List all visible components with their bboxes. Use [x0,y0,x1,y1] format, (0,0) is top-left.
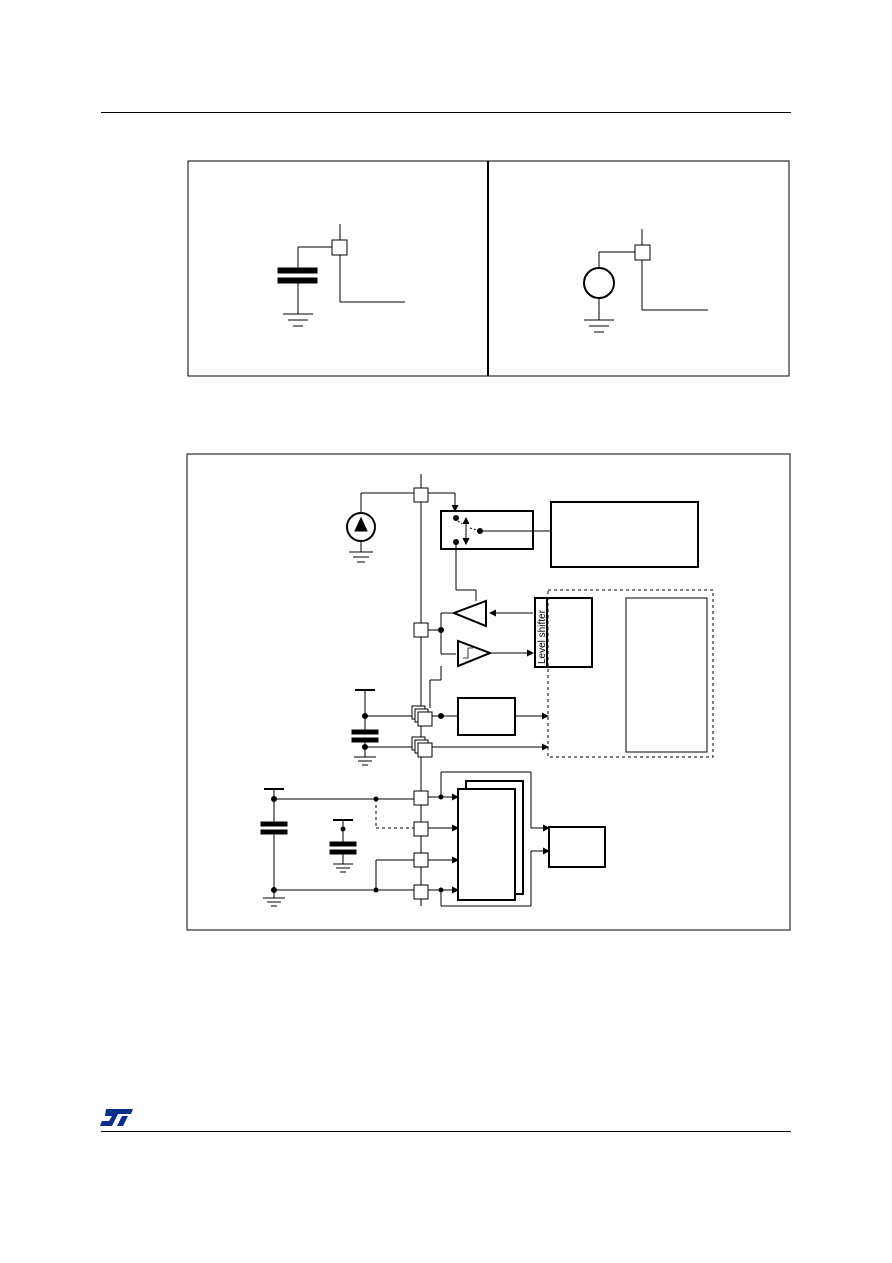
figure-frame [186,453,791,931]
level-shifter-label: Level shifter [537,609,548,664]
control-block [550,501,699,568]
output-buffer [451,599,487,628]
stacked-pins-vss [411,736,433,758]
power-supply-figure: Level shifter [186,453,791,931]
st-logo [100,1109,133,1126]
capacitor-load-circuit [277,224,405,327]
footer-rule [101,1131,791,1132]
core-block [625,597,708,753]
pin-box [413,884,429,900]
logic-block [546,597,593,668]
pin-box [413,821,429,837]
voltage-source-symbol [583,267,615,299]
current-source [346,492,414,563]
analog-block-front [457,788,516,901]
pin-box [413,852,429,868]
analog-switch-block [440,510,534,550]
stacked-pins-vdd [411,705,433,727]
regulator-block [457,697,516,736]
converter-output-block [548,826,606,868]
pin-box [413,790,429,806]
pin-box [413,622,429,638]
source-load-circuit [583,229,708,333]
pin-box [331,239,348,256]
load-circuits-figure [187,160,790,377]
capacitor-symbol [277,267,318,274]
schmitt-trigger-input [457,639,493,668]
ground-symbol [283,313,313,327]
logic-domain-dashed [547,589,714,758]
header-rule [101,112,791,113]
ground-symbol [584,319,614,333]
pin-box [634,244,651,261]
pin-box [413,487,429,503]
